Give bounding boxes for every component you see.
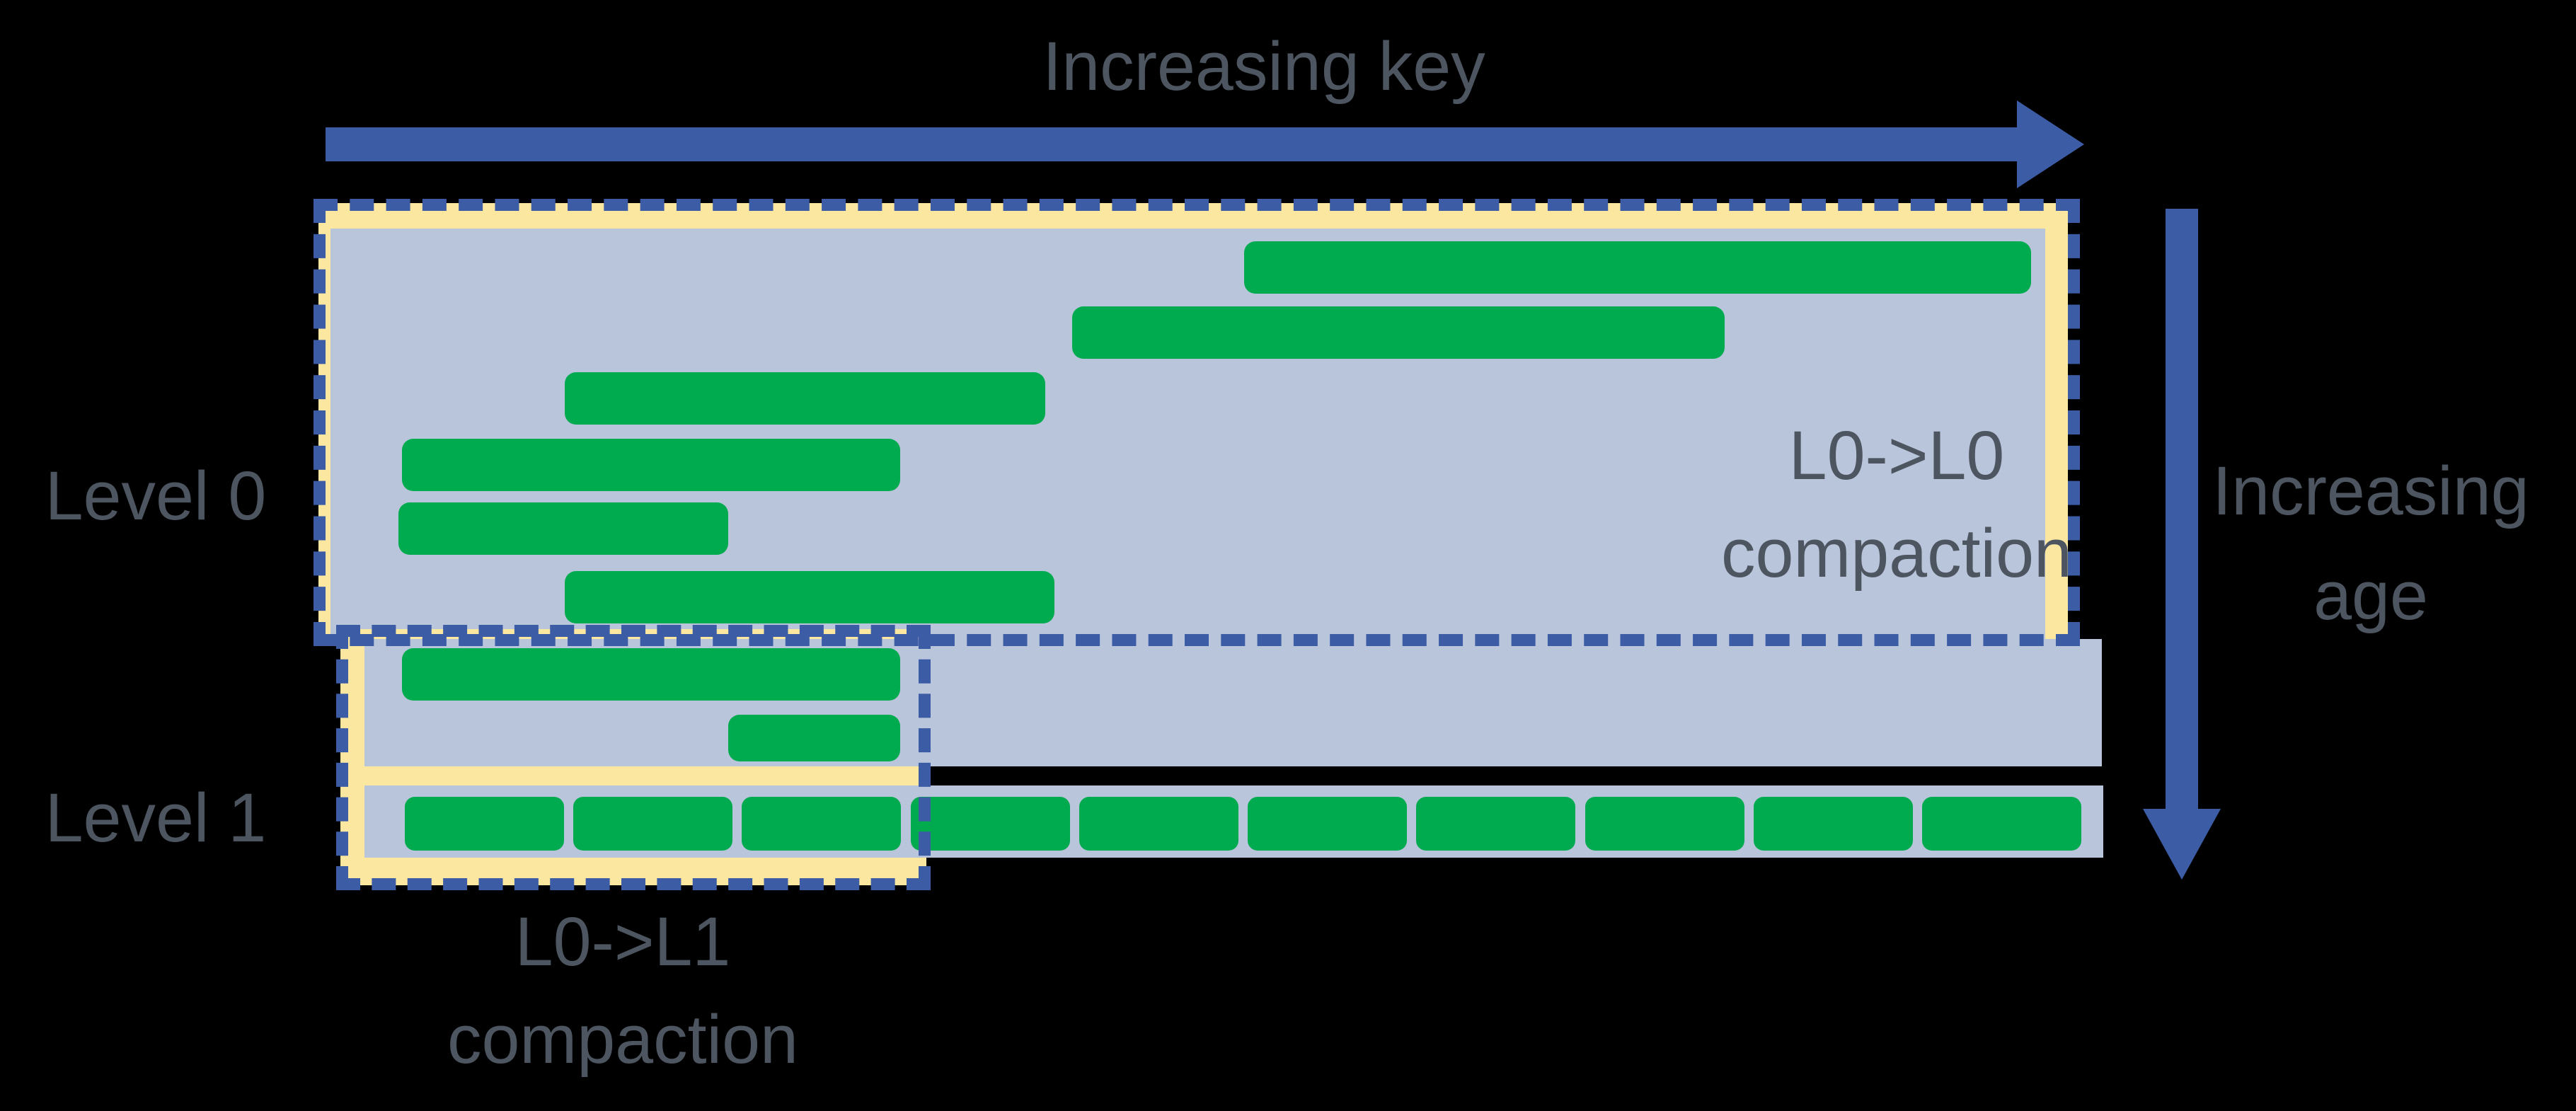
sstable-segment <box>573 797 732 851</box>
increasing-age-arrow-shaft <box>2166 209 2198 809</box>
sstable-bar <box>565 571 1054 623</box>
increasing-key-label: Increasing key <box>1042 28 1485 105</box>
increasing-age-line1: Increasing <box>2212 452 2529 529</box>
increasing-age-label: Increasing age <box>2166 439 2576 648</box>
sstable-bar <box>398 502 728 555</box>
sstable-segment <box>1079 797 1238 851</box>
sstable-segment <box>1416 797 1575 851</box>
sstable-bar <box>1072 306 1725 359</box>
sstable-bar <box>402 648 900 701</box>
increasing-age-arrow-head-icon <box>2143 809 2221 880</box>
sstable-segment <box>1248 797 1407 851</box>
l0-l0-compaction-dashed-border <box>314 199 2080 646</box>
sstable-segment <box>911 797 1070 851</box>
level0-label: Level 0 <box>45 457 267 534</box>
sstable-segment <box>742 797 901 851</box>
increasing-age-line2: age <box>2313 557 2428 634</box>
l0-l1-compaction-label: L0->L1 compaction <box>410 893 835 1088</box>
level1-label: Level 1 <box>45 779 267 856</box>
sstable-segment <box>1922 797 2081 851</box>
increasing-key-arrow-head-icon <box>2017 100 2084 188</box>
sstable-segment <box>1754 797 1913 851</box>
sstable-segment <box>405 797 564 851</box>
l0-l0-line2: compaction <box>1720 514 2073 592</box>
sstable-bar <box>728 715 900 761</box>
l0-l1-line2: compaction <box>447 1001 799 1078</box>
sstable-bar <box>402 439 900 491</box>
sstable-bar <box>565 372 1045 425</box>
level0-region-upper <box>330 229 2045 639</box>
l0-l0-line1: L0->L0 <box>1788 417 2005 494</box>
l0-l1-compaction-dashed-border <box>336 625 931 890</box>
increasing-key-arrow-shaft <box>326 127 2017 161</box>
l0-l0-compaction-label: L0->L0 compaction <box>1684 407 2109 602</box>
sstable-bar <box>1244 241 2031 294</box>
l0-l1-line1: L0->L1 <box>514 903 731 980</box>
sstable-segment <box>1585 797 1744 851</box>
